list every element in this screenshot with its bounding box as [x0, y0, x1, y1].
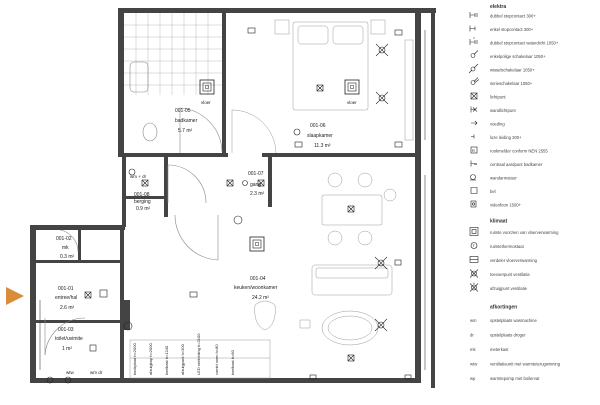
kitchen-vertical-label: combi oven h=80: [214, 344, 219, 375]
room-area-slaapkamer: 11.3 m²: [314, 143, 331, 149]
legend-item-label: lichtpunt: [490, 95, 506, 100]
legend-item-label: centraal aardpunt badkamer: [490, 162, 543, 167]
room-name-entree: entree/hal: [55, 295, 77, 301]
entrance-arrow-icon: [6, 287, 24, 305]
legend-item-label: ruimte voorzien van vloerverwarming: [490, 230, 559, 235]
legend: elektra dubbel stopcontact 300+ enkel stop…: [470, 4, 561, 381]
room-name-toilet: toilet/uvimite: [55, 336, 83, 342]
svg-text:T: T: [473, 243, 476, 248]
floor-heating-icon-bed: [344, 79, 360, 95]
abbreviation-code: wp: [470, 376, 476, 381]
room-area-toilet: 1 m²: [62, 346, 72, 352]
kitchen-vertical-labels: kookplaat h=2000 afzuigkap h=2000 koelkast…: [132, 333, 235, 375]
legend-item-label: ruimtethermostaat: [490, 244, 525, 249]
room-name-gang: gang: [250, 182, 261, 188]
legend-item-label: wandlichtpunt: [490, 108, 516, 113]
legend-item-label: voeding: [490, 122, 505, 127]
legend-item-label: videofoon 1500+: [490, 203, 522, 208]
room-code-badkamer: 001-05: [175, 108, 191, 114]
kitchen-vertical-label: LED verlichting h=2100: [196, 333, 201, 375]
legend-item-label: bel: [490, 189, 496, 194]
kitchen-vertical-label: afzuigkap h=2000: [148, 343, 153, 375]
room-area-keuken: 24.2 m²: [252, 295, 269, 301]
label-wm-dr: wm + dr: [130, 174, 147, 179]
room-area-entree: 2.6 m²: [60, 305, 75, 311]
bathroom-tile-grid: [124, 13, 222, 95]
room-name-berging: berging: [134, 199, 151, 205]
hall-area-symbols: [128, 164, 248, 261]
abbreviation-text: ventilatieunit met warmteterugwinning: [490, 362, 561, 367]
abbreviation-code: dr: [470, 333, 474, 338]
living-room-furniture: [254, 172, 397, 346]
kitchen-counter: [129, 339, 271, 379]
legend-section-title: afkortingen: [490, 305, 517, 311]
abbreviation-code: wtw: [470, 362, 478, 367]
kitchen-vertical-label: koelkast h=80: [230, 349, 235, 375]
room-name-keuken: keuken/woonkamer: [234, 285, 278, 291]
floor-heating-icon-living: [249, 236, 265, 252]
room-area-berging: 0.9 m²: [136, 206, 151, 212]
legend-item-label: wisselschakelaar 1050+: [490, 68, 535, 73]
room-labels: vloer 001-05 badkamer 5.7 m² vloer 001-0…: [55, 100, 357, 375]
abbreviation-text: opstelplaats wasmachine: [490, 318, 537, 323]
legend-item-label: verdeler vloerverwarming: [490, 258, 538, 263]
room-code-entree: 001-01: [58, 286, 74, 292]
room-code-mk: 001-02: [56, 236, 72, 242]
room-area-gang: 2.3 m²: [250, 191, 265, 197]
living-room-symbols: [189, 179, 412, 380]
bedroom-furniture: [231, 19, 414, 154]
floor-label-bed: vloer: [347, 100, 357, 105]
legend-item-label: dubbel stopcontact waterdicht 1050+: [490, 41, 559, 46]
room-area-badkamer: 5.7 m²: [178, 128, 193, 134]
kitchen-vertical-label: kookplaat h=2000: [132, 343, 137, 375]
room-code-slaapkamer: 001-06: [310, 123, 326, 129]
abbreviation-code: wm: [470, 318, 477, 323]
legend-symbols: RT: [468, 12, 480, 292]
entrance-symbols: [44, 229, 133, 384]
floor-heating-icon-bath: [199, 79, 215, 95]
label-wm-dr-2: wm dr: [90, 370, 103, 375]
abbreviation-code: mk: [470, 347, 476, 352]
room-code-toilet: 001-03: [58, 327, 74, 333]
abbreviation-text: warmtepomp met boilervat: [490, 376, 540, 381]
room-code-gang: 001-07: [248, 171, 264, 177]
legend-section-title: elektra: [490, 4, 506, 10]
bathroom-fixtures: [129, 61, 223, 153]
legend-item-label: wandarmatuur: [490, 176, 517, 181]
abbreviation-text: meterkast: [490, 347, 509, 352]
svg-text:R: R: [472, 148, 475, 153]
abbreviation-text: opstelplaats droger: [490, 333, 526, 338]
legend-item-label: rookmelder conform NEN 2555: [490, 149, 548, 154]
room-name-slaapkamer: slaapkamer: [307, 133, 333, 139]
room-code-berging: 001-08: [134, 192, 150, 198]
legend-section-title: klimaat: [490, 219, 508, 225]
kitchen-vertical-label: koelkast h=1240: [164, 345, 169, 375]
legend-item-label: afzuigpunt ventilatie: [490, 286, 528, 291]
bedroom-symbols: [247, 27, 403, 148]
label-wtw: wtw: [66, 370, 75, 375]
legend-item-label: loze leiding 300+: [490, 135, 522, 140]
room-code-keuken: 001-04: [250, 276, 266, 282]
legend-item-label: dubbel stopcontact 300+: [490, 14, 536, 19]
walls: [30, 8, 436, 388]
room-area-mk: 0.3 m²: [60, 254, 75, 260]
room-name-mk: mk: [62, 245, 69, 251]
room-name-badkamer: badkamer: [175, 118, 198, 124]
window-marks: [39, 30, 426, 370]
legend-item-label: serieschakelaar 1050+: [490, 81, 533, 86]
legend-item-label: toevoerpunt ventilatie: [490, 272, 530, 277]
legend-item-label: enkelpolige schakelaar 1050+: [490, 54, 546, 59]
kitchen-vertical-label: afzuigpunt h=300: [180, 343, 185, 375]
floor-label-bath: vloer: [201, 100, 211, 105]
legend-item-label: enkel stopcontact 300+: [490, 27, 534, 32]
